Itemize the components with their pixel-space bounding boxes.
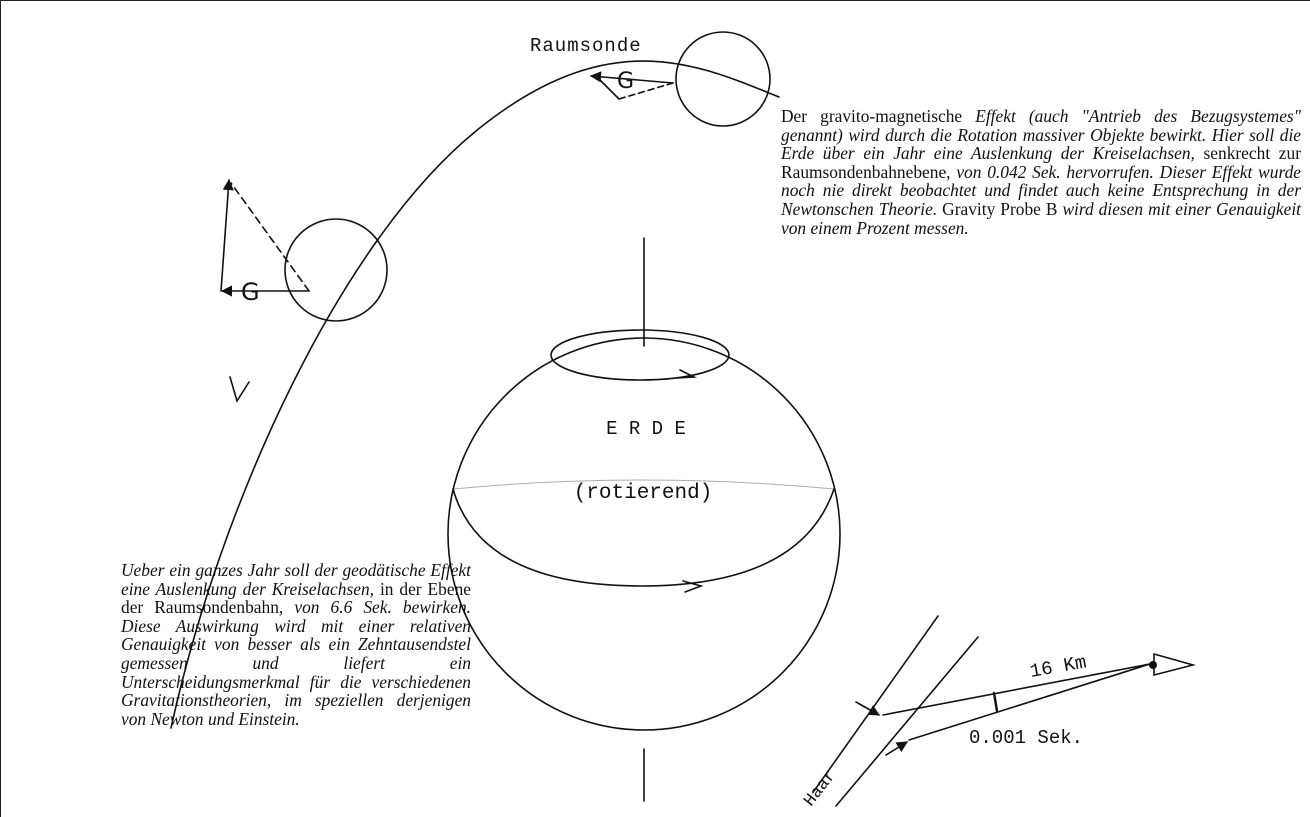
gyro-symbol-left: G bbox=[241, 278, 260, 306]
hair-label: Haar bbox=[801, 767, 841, 811]
earth-sphere bbox=[447, 337, 841, 731]
angle-label: 0.001 Sek. bbox=[969, 727, 1083, 749]
polar-rotation-arrow bbox=[676, 369, 698, 379]
probe-orbit bbox=[170, 60, 780, 729]
geodetic-effect-caption: Ueber ein ganzes Jahr soll der geodätisc… bbox=[121, 560, 472, 729]
equator-rotation-arrow bbox=[682, 580, 704, 593]
gyro-symbol-top: G bbox=[617, 69, 634, 94]
hair-edge-outer bbox=[813, 615, 939, 792]
equator-front bbox=[452, 488, 835, 587]
gyro-deflection-top bbox=[618, 82, 674, 100]
probe-gyro-circle-top bbox=[675, 31, 771, 127]
sight-line-upper bbox=[882, 663, 1151, 716]
gyro-vector-top bbox=[589, 71, 674, 84]
gyro-axis-left bbox=[220, 178, 234, 292]
probe-label: Raumsonde bbox=[530, 35, 642, 57]
earth-name-label: E R D E bbox=[606, 418, 686, 440]
polar-rotation-ellipse bbox=[550, 329, 730, 381]
hair-width-marker-a bbox=[855, 701, 880, 716]
earth-state-label: (rotierend) bbox=[574, 482, 713, 505]
equator-back bbox=[452, 479, 835, 490]
hair-width-marker-b bbox=[885, 741, 908, 756]
frame-dragging-caption: Der gravito-magnetische Effekt (auch "An… bbox=[781, 106, 1301, 238]
angle-tick bbox=[992, 691, 999, 713]
gyro-tilt-top bbox=[598, 78, 620, 100]
sight-line-lower bbox=[908, 663, 1151, 741]
hair-edge-inner bbox=[835, 636, 979, 807]
orbit-direction-arrow bbox=[229, 376, 250, 403]
probe-gyro-circle-left bbox=[284, 218, 388, 322]
gyro-deflection-left bbox=[230, 182, 310, 292]
eye-icon bbox=[1153, 652, 1197, 677]
